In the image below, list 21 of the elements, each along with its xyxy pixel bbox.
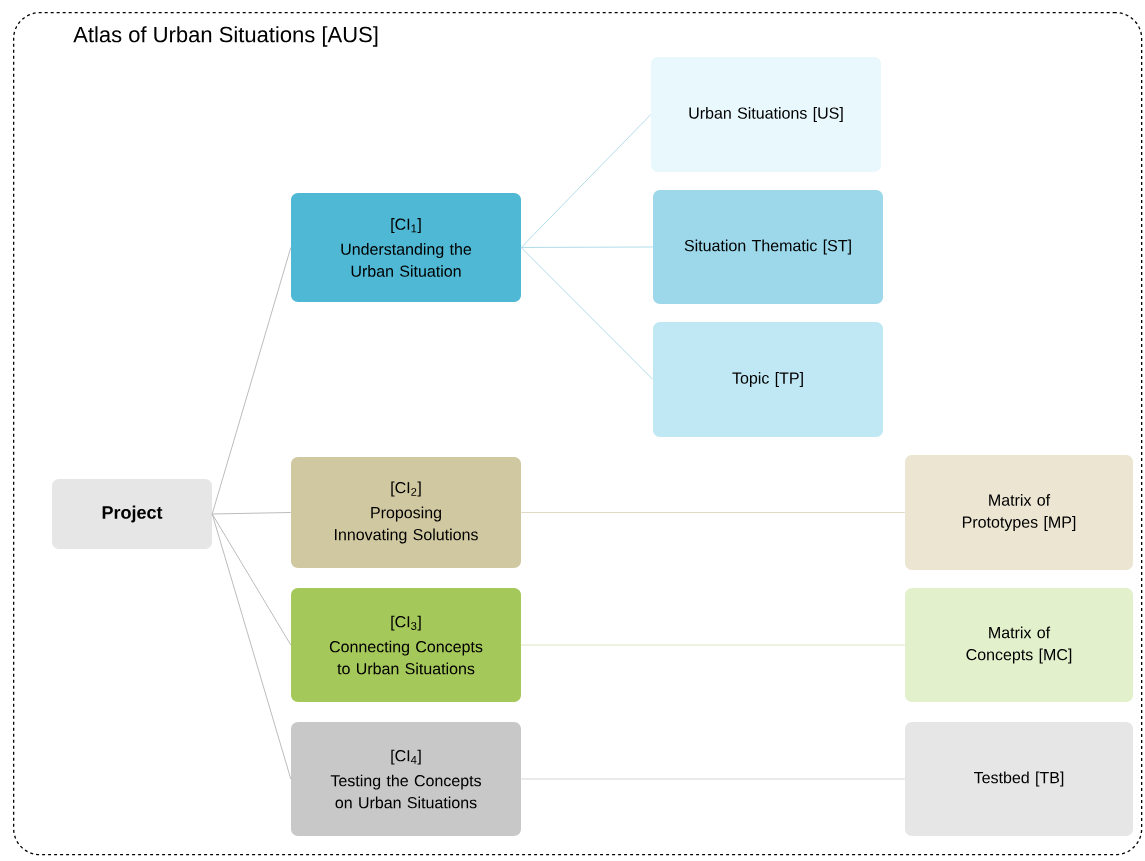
output-box: Urban Situations [US] <box>651 57 881 172</box>
output-box: Matrix of Concepts [MC] <box>905 588 1133 702</box>
category-box: [CI$_{4}$] Testing the Concepts on Urban Situations <box>291 722 521 836</box>
connector-line <box>211 513 292 646</box>
category-box: [CI$_{2}$] Proposing Innovating Solutions <box>291 457 521 568</box>
connector-line <box>211 512 292 515</box>
connector-line <box>520 114 652 248</box>
connector-line <box>211 513 292 780</box>
frame-heading: Atlas of Urban Situations [AUS] <box>73 26 378 47</box>
category-box: [CI$_{3}$] Connecting Concepts to Urban Situations <box>291 588 521 702</box>
connector-line <box>211 247 292 515</box>
connector-line <box>520 247 654 380</box>
connector-line <box>520 644 906 646</box>
project-box: Project <box>52 479 212 549</box>
connector-line <box>520 512 906 513</box>
connector-line <box>520 246 654 248</box>
output-box: Situation Thematic [ST] <box>653 190 883 304</box>
output-box: Matrix of Prototypes [MP] <box>905 455 1133 570</box>
output-box: Testbed [TB] <box>905 722 1133 836</box>
output-box: Topic [TP] <box>653 322 883 437</box>
category-box: [CI$_{1}$] Understanding the Urban Situation <box>291 193 521 302</box>
